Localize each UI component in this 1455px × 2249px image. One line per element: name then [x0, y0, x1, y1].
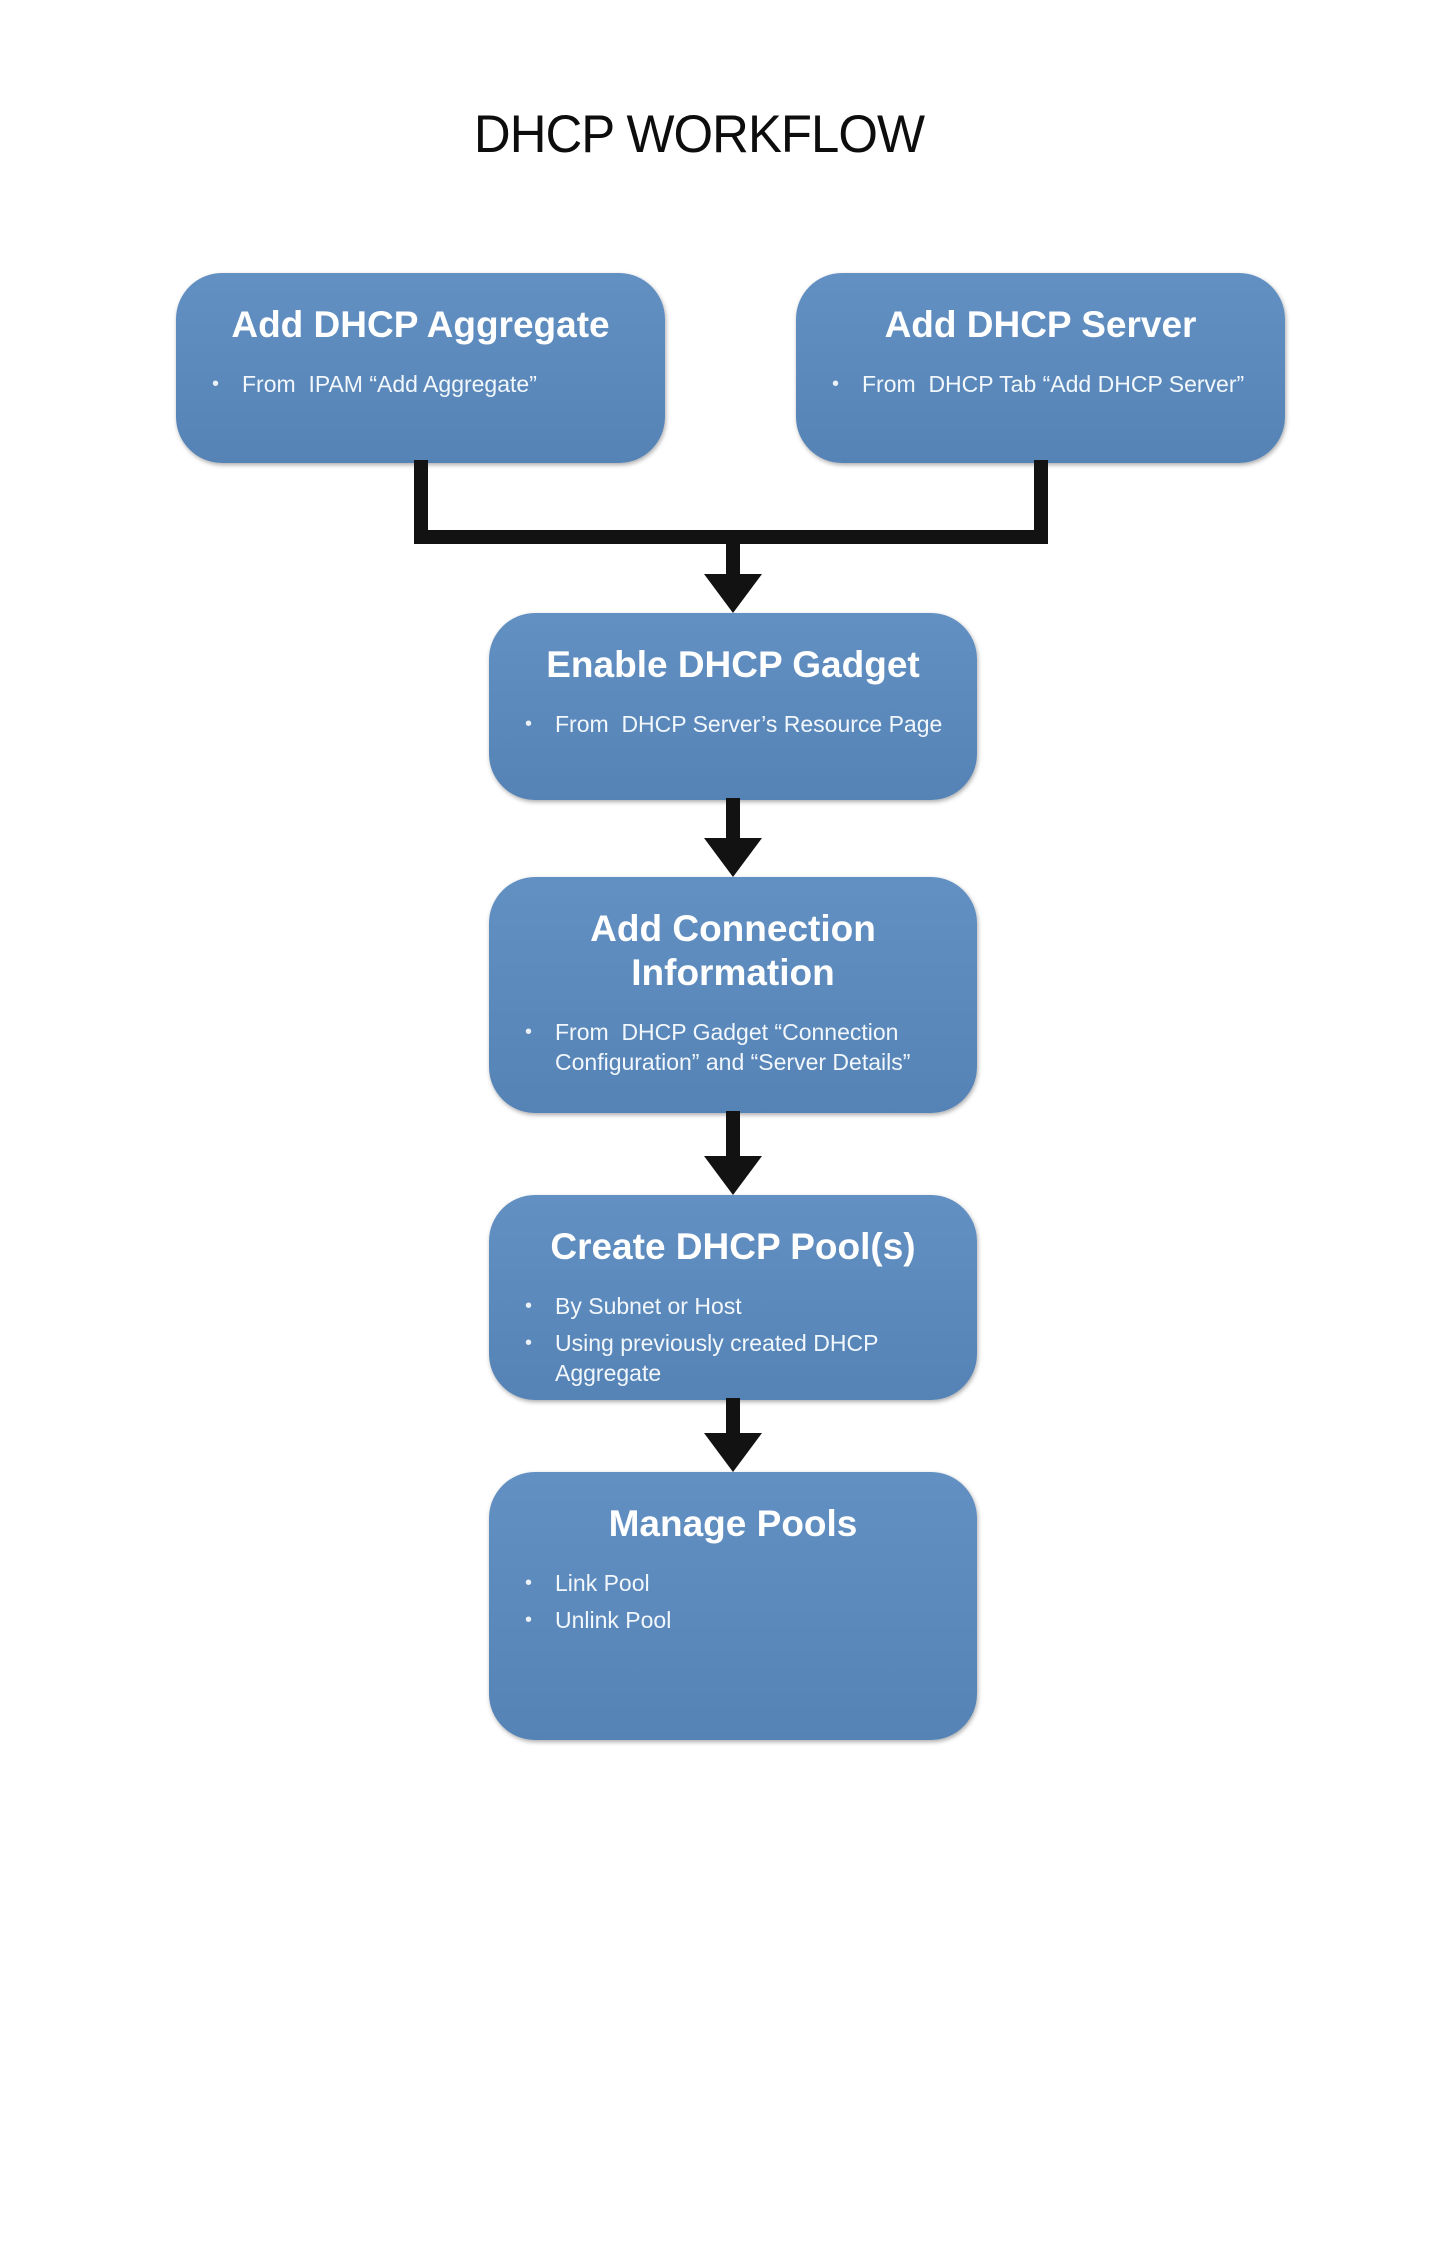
bullet-list: • From DHCP Gadget “Connection Configura…: [517, 1017, 949, 1077]
bullet-list: • Link Pool • Unlink Pool: [517, 1568, 949, 1635]
arrow-1-arrowhead: [704, 838, 762, 877]
bullet-dot-icon: •: [525, 713, 533, 735]
merge-connector-horizontal-bar: [414, 530, 1048, 544]
bullet-text: From DHCP Server’s Resource Page: [555, 711, 943, 737]
node-title: Add Connection Information: [590, 908, 876, 993]
bullet-text: From IPAM “Add Aggregate”: [242, 371, 537, 397]
bullet-item: • From DHCP Server’s Resource Page: [517, 709, 949, 739]
node-title: Enable DHCP Gadget: [546, 644, 920, 685]
bullet-item: • From IPAM “Add Aggregate”: [204, 369, 637, 399]
bullet-dot-icon: •: [525, 1609, 533, 1631]
bullet-dot-icon: •: [525, 1295, 533, 1317]
flow-node-create-dhcp-pools: Create DHCP Pool(s) • By Subnet or Host …: [489, 1195, 977, 1400]
bullet-item: • Unlink Pool: [517, 1605, 949, 1635]
bullet-dot-icon: •: [832, 373, 840, 395]
bullet-dot-icon: •: [525, 1021, 533, 1043]
bullet-text: Unlink Pool: [555, 1607, 672, 1633]
bullet-item: • Link Pool: [517, 1568, 949, 1598]
bullet-item: • From DHCP Gadget “Connection Configura…: [517, 1017, 949, 1077]
merge-connector-arrowhead: [704, 574, 762, 613]
flow-node-manage-pools: Manage Pools • Link Pool • Unlink Pool: [489, 1472, 977, 1740]
arrow-3-shaft: [726, 1398, 740, 1435]
node-title: Create DHCP Pool(s): [550, 1226, 916, 1267]
bullet-text: From DHCP Gadget “Connection Configurati…: [555, 1019, 911, 1075]
flow-node-add-dhcp-server: Add DHCP Server • From DHCP Tab “Add DHC…: [796, 273, 1285, 463]
arrow-3-arrowhead: [704, 1433, 762, 1472]
node-title: Manage Pools: [608, 1503, 858, 1544]
bullet-dot-icon: •: [212, 373, 220, 395]
flow-node-enable-dhcp-gadget: Enable DHCP Gadget • From DHCP Server’s …: [489, 613, 977, 800]
bullet-list: • From DHCP Server’s Resource Page: [517, 709, 949, 739]
bullet-item: • From DHCP Tab “Add DHCP Server”: [824, 369, 1257, 399]
merge-connector-arrow-shaft: [726, 543, 740, 575]
bullet-text: Using previously created DHCP Aggregate: [555, 1330, 884, 1386]
node-title: Add DHCP Aggregate: [231, 304, 610, 345]
bullet-text: Link Pool: [555, 1570, 650, 1596]
bullet-item: • Using previously created DHCP Aggregat…: [517, 1328, 949, 1388]
bullet-dot-icon: •: [525, 1572, 533, 1594]
bullet-list: • From IPAM “Add Aggregate”: [204, 369, 637, 399]
bullet-item: • By Subnet or Host: [517, 1291, 949, 1321]
node-title: Add DHCP Server: [884, 304, 1197, 345]
bullet-dot-icon: •: [525, 1332, 533, 1354]
bullet-text: From DHCP Tab “Add DHCP Server”: [862, 371, 1245, 397]
bullet-list: • By Subnet or Host • Using previously c…: [517, 1291, 949, 1388]
arrow-2-shaft: [726, 1111, 740, 1157]
flow-node-add-dhcp-aggregate: Add DHCP Aggregate • From IPAM “Add Aggr…: [176, 273, 665, 463]
bullet-text: By Subnet or Host: [555, 1293, 742, 1319]
arrow-2-arrowhead: [704, 1156, 762, 1195]
merge-connector-right-drop: [1034, 460, 1048, 537]
page-title: DHCP WORKFLOW: [473, 105, 925, 164]
bullet-list: • From DHCP Tab “Add DHCP Server”: [824, 369, 1257, 399]
merge-connector-left-drop: [414, 460, 428, 537]
flow-node-add-connection-information: Add Connection Information • From DHCP G…: [489, 877, 977, 1113]
arrow-1-shaft: [726, 798, 740, 839]
